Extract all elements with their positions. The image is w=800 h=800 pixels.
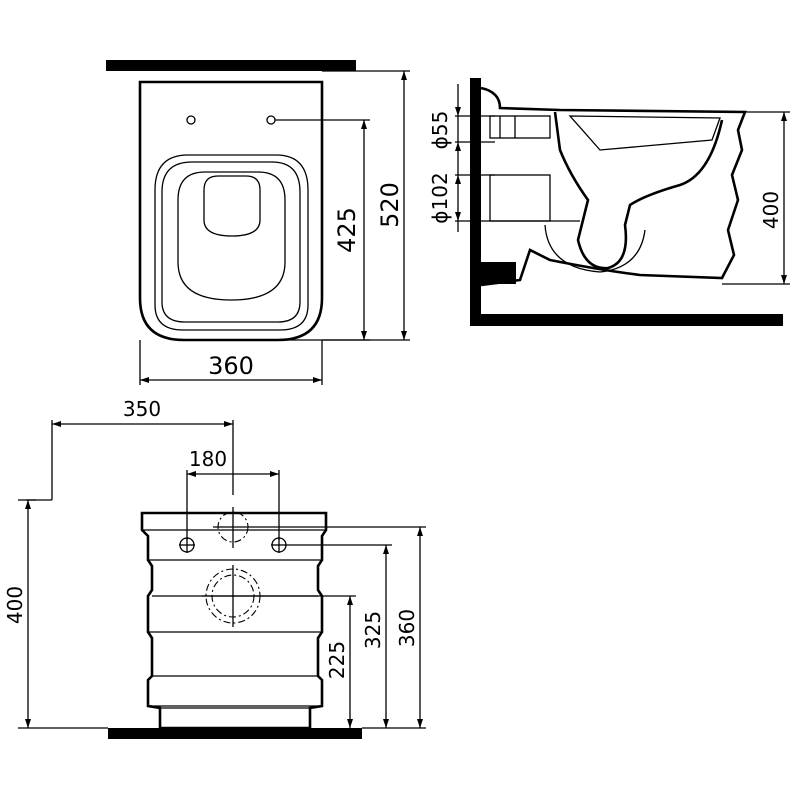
rear-view-floor bbox=[108, 728, 362, 739]
fixing-425-label: 425 bbox=[333, 207, 361, 253]
top-view-wall bbox=[106, 60, 356, 71]
outlet-pipe bbox=[489, 174, 551, 222]
rear-view: 350 180 400 225 325 360 bbox=[3, 397, 426, 739]
bowl-rim bbox=[568, 115, 721, 151]
inlet-diameter-label: ϕ55 bbox=[428, 111, 452, 150]
bolt-spacing-180-label: 180 bbox=[189, 447, 227, 471]
width-360-label: 360 bbox=[208, 352, 254, 380]
bowl-opening bbox=[203, 175, 261, 237]
inlet-height-360-label: 360 bbox=[395, 609, 419, 647]
outlet-diameter-label: ϕ102 bbox=[428, 172, 452, 223]
wall-block bbox=[481, 262, 516, 284]
inlet-pipe bbox=[489, 115, 551, 139]
bowl-inner bbox=[553, 111, 724, 270]
offset-350-label: 350 bbox=[123, 397, 161, 421]
side-height-label: 400 bbox=[759, 191, 783, 229]
rear-total-height-label: 400 bbox=[3, 586, 27, 624]
seat-ring bbox=[177, 171, 286, 301]
length-520-label: 520 bbox=[376, 182, 404, 228]
rear-body bbox=[140, 511, 328, 730]
fixing-hole-left bbox=[186, 115, 196, 125]
bolt-height-325-label: 325 bbox=[361, 611, 385, 649]
top-view: 360 425 520 bbox=[106, 60, 410, 385]
fixing-hole-right bbox=[266, 115, 276, 125]
outlet-height-225-label: 225 bbox=[325, 641, 349, 679]
side-view: ϕ55 ϕ102 400 bbox=[428, 78, 790, 326]
seat-rim-inner bbox=[161, 161, 301, 323]
trap-line bbox=[544, 224, 646, 273]
seat-rim bbox=[154, 154, 309, 331]
top-view-outline bbox=[138, 80, 324, 342]
